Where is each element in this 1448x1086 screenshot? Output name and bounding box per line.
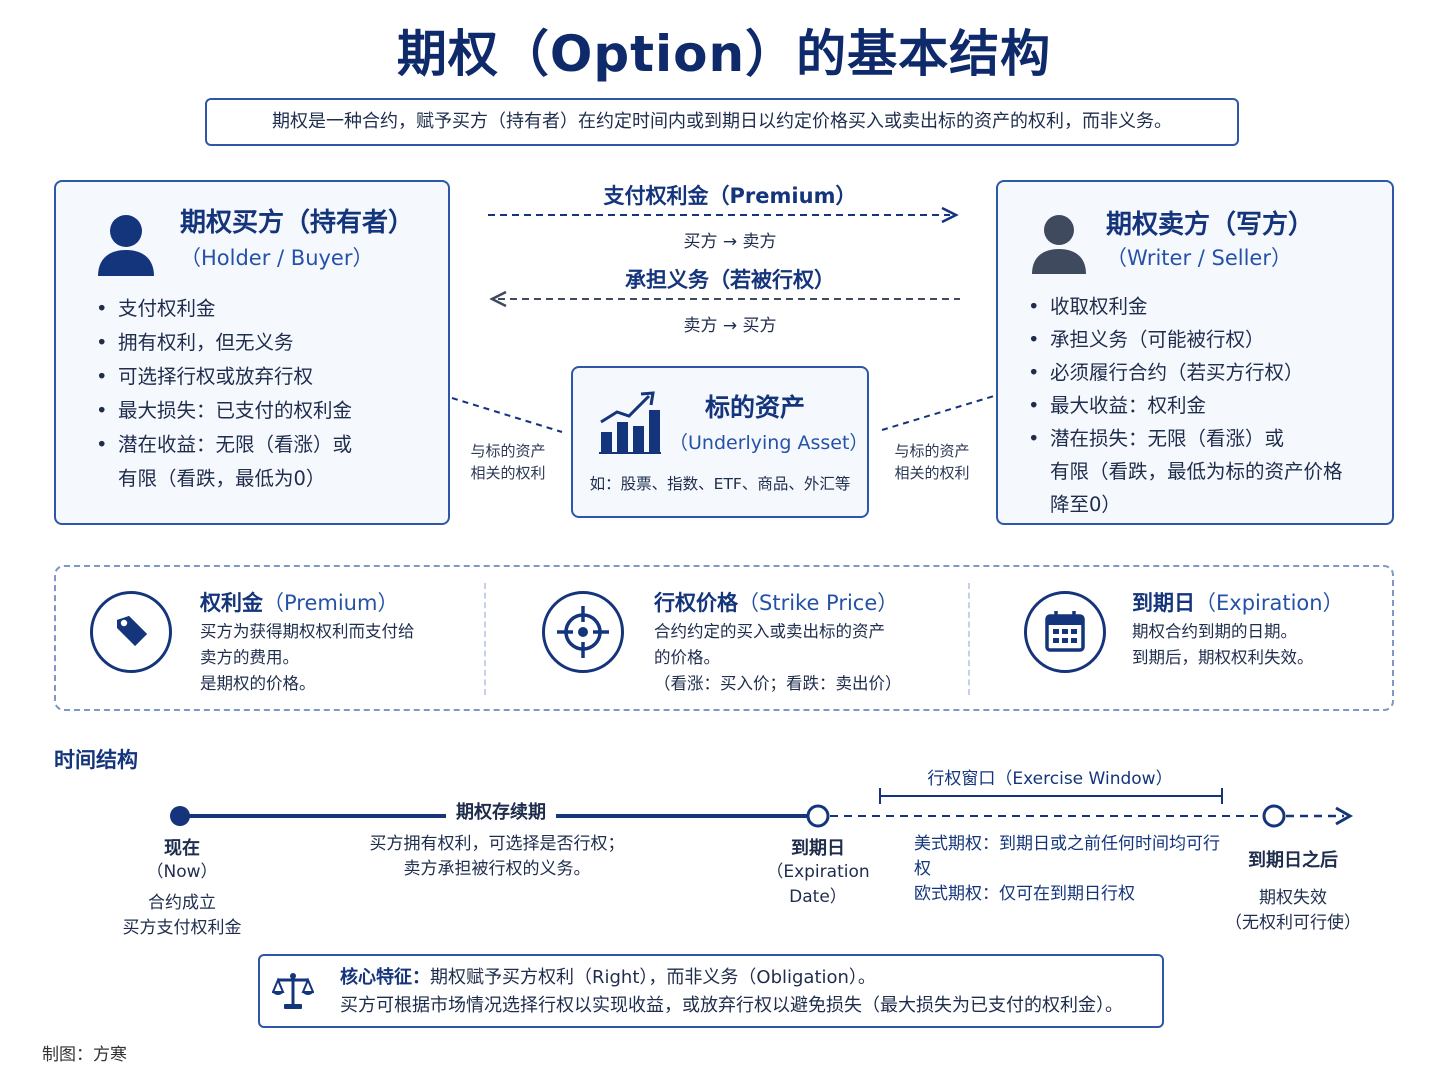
left-relation-note: 与标的资产 相关的权利	[470, 442, 546, 482]
buyer-bullet: 支付权利金	[94, 292, 434, 326]
expiration-title: 到期日	[791, 838, 845, 859]
seller-bullet: 收取权利金	[1026, 290, 1386, 323]
premium-flow-label: 支付权利金（Premium）	[603, 184, 857, 208]
underlying-card: 标的资产 （Underlying Asset） 如：股票、指数、ETF、商品、外…	[571, 366, 869, 518]
premium-concept-desc: 买方为获得期权权利而支付给 卖方的费用。 是期权的价格。	[200, 622, 415, 693]
author-credit: 制图：方寒	[42, 1045, 127, 1065]
buyer-bullets: 支付权利金 拥有权利，但无义务 可选择行权或放弃行权 最大损失：已支付的权利金 …	[94, 292, 434, 496]
core-feature-text: 核心特征：期权赋予买方权利（Right），而非义务（Obligation）。 买…	[340, 967, 1123, 1016]
premium-concept-title: 权利金（Premium）	[200, 591, 399, 615]
obligation-arrow	[489, 290, 960, 308]
after-expiration-point: 到期日之后 期权失效 （无权利可行使）	[1218, 846, 1368, 936]
seller-bullet: 必须履行合约（若买方行权）	[1026, 356, 1386, 389]
duration-label: 期权存续期	[456, 802, 546, 823]
duration-desc: 买方拥有权利，可选择是否行权； 卖方承担被行权的义务。	[369, 834, 625, 879]
seller-person-icon	[1032, 215, 1086, 274]
definition-box: 期权是一种合约，赋予买方（持有者）在约定时间内或到期日以约定价格买入或卖出标的资…	[205, 98, 1239, 146]
premium-direction: 买方 → 卖方	[683, 232, 777, 252]
after-expiration-desc: 期权失效 （无权利可行使）	[1225, 888, 1361, 933]
calendar-icon	[1024, 591, 1106, 673]
obligation-flow-label: 承担义务（若被行权）	[625, 268, 835, 292]
underlying-subtitle: （Underlying Asset）	[669, 432, 869, 454]
strike-concept-title: 行权价格（Strike Price）	[654, 591, 899, 615]
premium-arrow	[488, 206, 959, 224]
seller-title: 期权卖方（写方）	[1106, 210, 1315, 240]
seller-card: 期权卖方（写方） （Writer / Seller） 收取权利金 承担义务（可能…	[996, 180, 1394, 525]
now-desc: 合约成立 买方支付权利金	[122, 893, 242, 938]
seller-bullet: 最大收益：权利金	[1026, 389, 1386, 422]
underlying-examples: 如：股票、指数、ETF、商品、外汇等	[589, 475, 851, 493]
target-crosshair-icon	[542, 591, 624, 673]
buyer-bullet: 潜在收益：无限（看涨）或	[94, 428, 434, 462]
buyer-subtitle: （Holder / Buyer）	[180, 246, 374, 270]
expiration-point: 到期日 （Expiration Date）	[740, 834, 896, 910]
exercise-window-desc: 美式期权：到期日或之前任何时间均可行权 欧式期权：仅可在到期日行权	[914, 834, 1220, 904]
underlying-title: 标的资产	[705, 393, 806, 422]
strike-concept-desc: 合约约定的买入或卖出标的资产 的价格。 （看涨：买入价；看跌：卖出价）	[654, 622, 902, 693]
timeline-section-title: 时间结构	[54, 748, 138, 772]
buyer-bullet: 拥有权利，但无义务	[94, 326, 434, 360]
now-point: 现在 （Now） 合约成立 买方支付权利金	[112, 834, 252, 941]
balance-scale-icon	[272, 973, 314, 1009]
buyer-bullet-continuation: 有限（看跌，最低为0）	[118, 467, 326, 490]
concept-divider	[484, 583, 486, 695]
exercise-window-label: 行权窗口（Exercise Window）	[927, 769, 1173, 789]
seller-bullet: 潜在损失：无限（看涨）或	[1026, 422, 1386, 455]
premium-tag-icon	[90, 591, 172, 673]
bar-chart-growth-icon	[599, 391, 661, 454]
seller-bullet-continuation: 降至0）	[1050, 493, 1121, 516]
buyer-card: 期权买方（持有者） （Holder / Buyer） 支付权利金 拥有权利，但无…	[54, 180, 450, 525]
seller-bullet-continuation: 有限（看跌，最低为标的资产价格	[1050, 460, 1343, 483]
obligation-direction: 卖方 → 买方	[683, 316, 777, 336]
key-concepts-panel: 权利金（Premium） 买方为获得期权权利而支付给 卖方的费用。 是期权的价格…	[54, 565, 1394, 711]
seller-bullet: 承担义务（可能被行权）	[1026, 323, 1386, 356]
page-title: 期权（Option）的基本结构	[396, 25, 1052, 83]
timeline-axis	[170, 788, 1354, 828]
concept-divider	[968, 583, 970, 695]
after-expiration-title: 到期日之后	[1248, 850, 1338, 871]
seller-bullets: 收取权利金 承担义务（可能被行权） 必须履行合约（若买方行权） 最大收益：权利金…	[1026, 290, 1386, 521]
expiration-concept-title: 到期日（Expiration）	[1132, 591, 1344, 615]
expiration-en: （Expiration Date）	[766, 862, 870, 907]
underlying-connectors	[451, 395, 995, 433]
now-en: （Now）	[146, 862, 218, 882]
right-relation-note: 与标的资产 相关的权利	[894, 442, 970, 482]
core-label: 核心特征：	[340, 967, 430, 988]
buyer-person-icon	[98, 215, 154, 276]
buyer-bullet: 最大损失：已支付的权利金	[94, 394, 434, 428]
expiration-concept-desc: 期权合约到期的日期。 到期后，期权权利失效。	[1132, 622, 1314, 667]
buyer-title: 期权买方（持有者）	[180, 208, 415, 238]
seller-subtitle: （Writer / Seller）	[1106, 246, 1292, 270]
now-title: 现在	[164, 838, 200, 859]
buyer-bullet: 可选择行权或放弃行权	[94, 360, 434, 394]
core-feature-box: 核心特征：期权赋予买方权利（Right），而非义务（Obligation）。 买…	[258, 954, 1164, 1028]
